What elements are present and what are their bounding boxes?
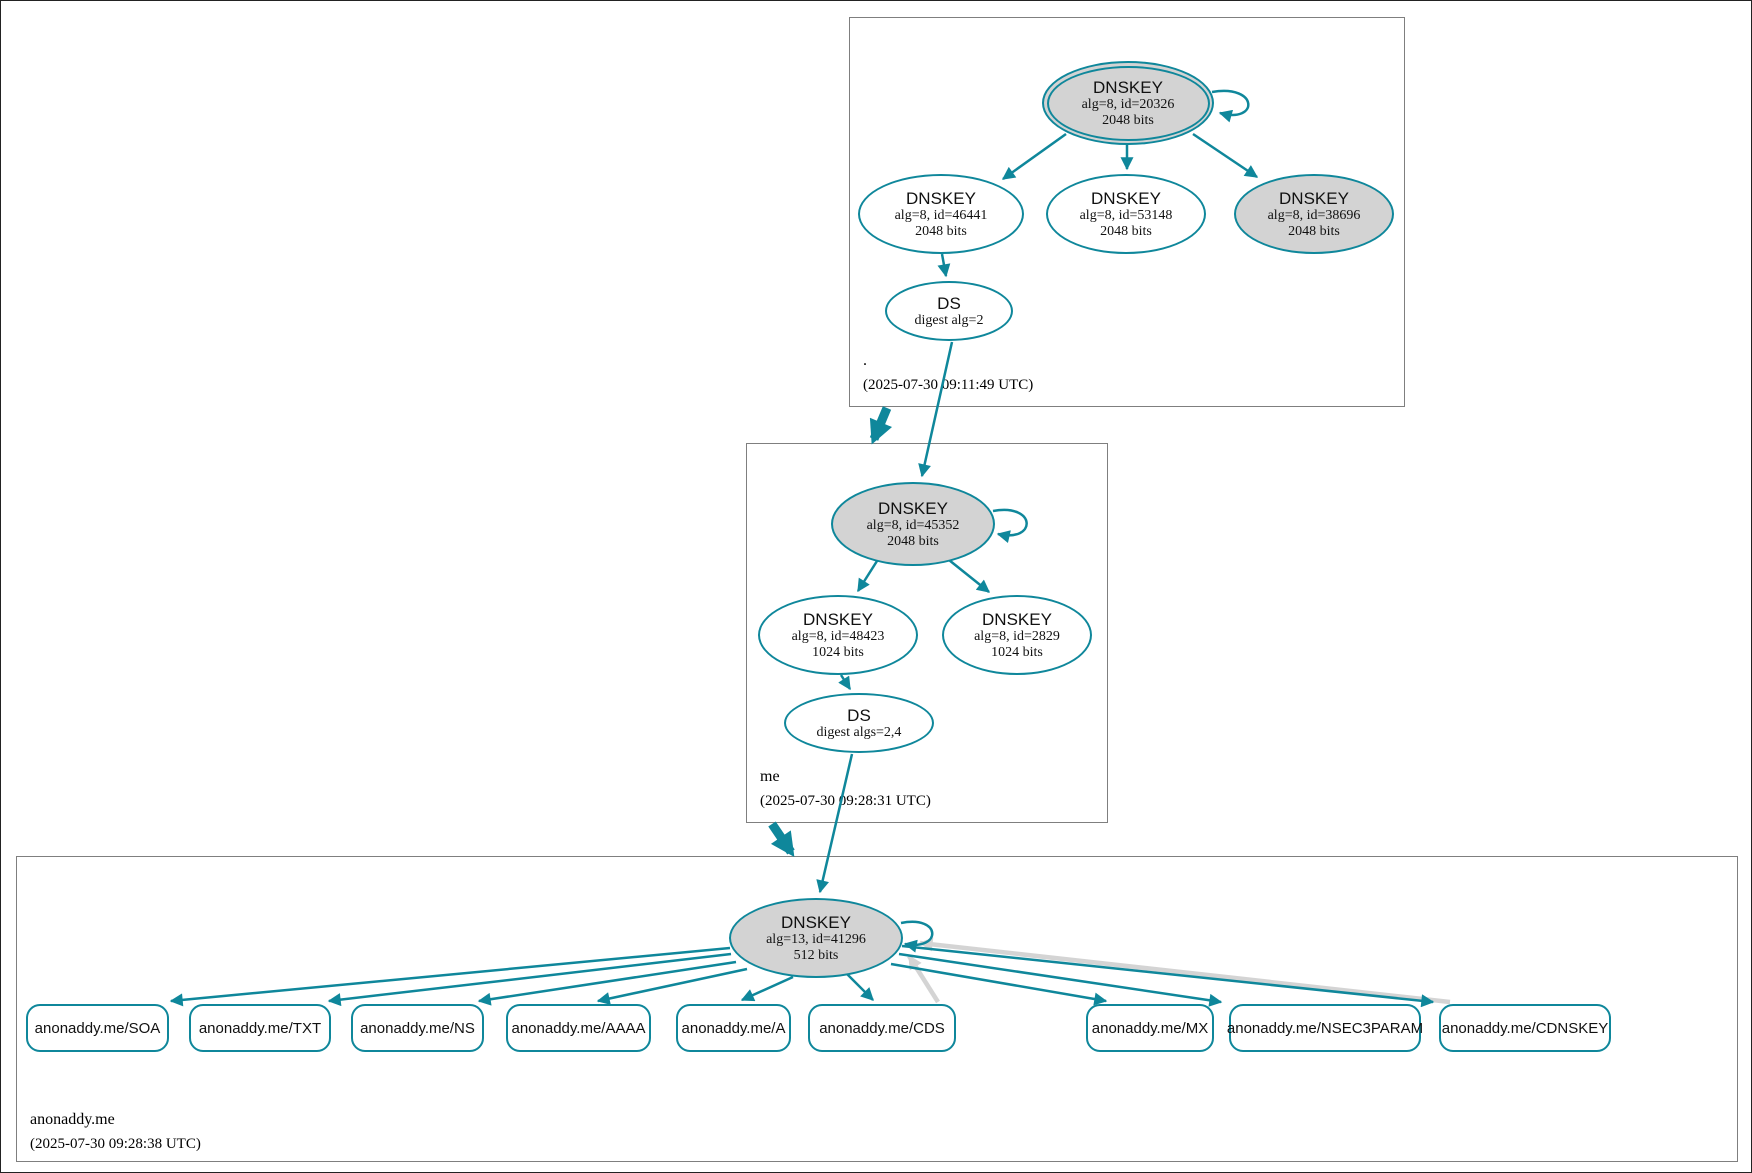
- dnskey-node-anonaddy-41296[interactable]: DNSKEY alg=13, id=41296 512 bits: [729, 898, 903, 978]
- node-title: DNSKEY: [982, 609, 1052, 629]
- edge-cdnskey-to-dnskey-gray: [918, 937, 1451, 1005]
- node-text: DS digest alg=2: [915, 294, 984, 329]
- node-detail-alg: alg=8, id=20326: [1081, 96, 1175, 112]
- node-detail-alg: alg=8, id=45352: [866, 517, 960, 533]
- node-detail-bits: 2048 bits: [1100, 223, 1152, 239]
- node-title: DNSKEY: [781, 912, 851, 932]
- edge-zsk46441-to-ds: [937, 253, 951, 278]
- node-detail-alg: alg=8, id=38696: [1267, 207, 1361, 223]
- rrset-label: anonaddy.me/CDS: [819, 1019, 945, 1037]
- rrset-mx[interactable]: anonaddy.me/MX: [1086, 1004, 1214, 1052]
- rrset-soa[interactable]: anonaddy.me/SOA: [26, 1004, 169, 1052]
- rrset-label: anonaddy.me/A: [681, 1019, 786, 1037]
- node-text: DNSKEY alg=8, id=45352 2048 bits: [867, 499, 960, 549]
- node-text: DNSKEY alg=8, id=2829 1024 bits: [974, 610, 1060, 660]
- rrset-label: anonaddy.me/TXT: [198, 1019, 322, 1037]
- rrset-label: anonaddy.me/NSEC3PARAM: [1226, 1019, 1424, 1037]
- node-text: DNSKEY alg=13, id=41296 512 bits: [766, 913, 866, 963]
- edge-me-ksk-to-zsk2829: [948, 559, 991, 593]
- edge-me-ksk-self-loop: [992, 508, 1028, 543]
- edge-delegation-me-to-anonaddy: [768, 821, 795, 857]
- node-detail-alg: alg=13, id=41296: [766, 931, 866, 947]
- zone-timestamp-root: (2025-07-30 09:11:49 UTC): [863, 377, 1034, 393]
- ds-node-root[interactable]: DS digest alg=2: [885, 281, 1013, 341]
- node-text: DNSKEY alg=8, id=38696 2048 bits: [1268, 189, 1361, 239]
- node-detail-bits: 1024 bits: [812, 644, 864, 660]
- rrset-ns[interactable]: anonaddy.me/NS: [351, 1004, 484, 1052]
- dnskey-node-root-ksk-20326[interactable]: DNSKEY alg=8, id=20326 2048 bits: [1042, 61, 1214, 145]
- ds-node-me[interactable]: DS digest algs=2,4: [784, 693, 934, 753]
- edge-dnskey-to-nsec3param: [898, 952, 1223, 1007]
- zone-label-anonaddy-me: anonaddy.me: [30, 1111, 115, 1128]
- zone-timestamp-me: (2025-07-30 09:28:31 UTC): [760, 793, 931, 809]
- node-detail-alg: alg=8, id=46441: [894, 207, 988, 223]
- node-title: DNSKEY: [1091, 188, 1161, 208]
- zone-label-me: me: [760, 768, 780, 785]
- node-detail-bits: 1024 bits: [991, 644, 1043, 660]
- node-detail-bits: 2048 bits: [887, 533, 939, 549]
- edge-dnskey-to-ns: [477, 960, 737, 1006]
- node-detail-bits: 2048 bits: [1288, 223, 1340, 239]
- edge-root-ksk-to-zsk46441: [1001, 132, 1067, 181]
- rrset-label: anonaddy.me/MX: [1091, 1019, 1209, 1037]
- node-title: DNSKEY: [1093, 77, 1163, 97]
- edge-dnskey-to-soa: [169, 946, 731, 1007]
- dnskey-node-root-zsk-46441[interactable]: DNSKEY alg=8, id=46441 2048 bits: [858, 174, 1024, 254]
- node-detail-alg: alg=8, id=48423: [791, 628, 885, 644]
- edge-cds-to-dnskey-gray: [907, 954, 940, 1004]
- edge-me-ksk-to-zsk48423: [856, 560, 879, 593]
- rrset-cdnskey[interactable]: anonaddy.me/CDNSKEY: [1439, 1004, 1611, 1052]
- rrset-label: anonaddy.me/CDNSKEY: [1441, 1019, 1609, 1037]
- edge-zsk48423-to-ds: [838, 674, 852, 691]
- edge-dnskey-to-txt: [327, 952, 732, 1007]
- edge-anonaddy-dnskey-self-loop: [900, 920, 934, 953]
- node-detail-alg: alg=8, id=53148: [1079, 207, 1173, 223]
- node-detail-bits: 512 bits: [793, 947, 839, 963]
- dnskey-node-me-ksk-45352[interactable]: DNSKEY alg=8, id=45352 2048 bits: [831, 482, 995, 566]
- zone-timestamp-anonaddy-me: (2025-07-30 09:28:38 UTC): [30, 1136, 201, 1152]
- rrset-a[interactable]: anonaddy.me/A: [676, 1004, 791, 1052]
- dnskey-node-me-zsk-48423[interactable]: DNSKEY alg=8, id=48423 1024 bits: [758, 595, 918, 675]
- edge-root-ksk-self-loop: [1211, 89, 1250, 123]
- edge-root-ksk-to-ksk38696: [1192, 132, 1259, 179]
- rrset-label: anonaddy.me/SOA: [34, 1019, 161, 1037]
- node-detail-bits: 2048 bits: [1102, 112, 1154, 128]
- edge-dnskey-to-mx: [890, 962, 1108, 1006]
- dnskey-node-root-zsk-53148[interactable]: DNSKEY alg=8, id=53148 2048 bits: [1046, 174, 1206, 254]
- node-text: DNSKEY alg=8, id=48423 1024 bits: [792, 610, 885, 660]
- edge-dnskey-to-aaaa: [596, 967, 748, 1005]
- node-text: DNSKEY alg=8, id=53148 2048 bits: [1080, 189, 1173, 239]
- edge-delegation-root-to-me: [869, 406, 893, 445]
- node-detail-alg: alg=8, id=2829: [974, 628, 1060, 644]
- rrset-aaaa[interactable]: anonaddy.me/AAAA: [506, 1004, 651, 1052]
- rrset-label: anonaddy.me/AAAA: [511, 1019, 646, 1037]
- node-title: DNSKEY: [878, 498, 948, 518]
- rrset-txt[interactable]: anonaddy.me/TXT: [189, 1004, 331, 1052]
- node-text: DNSKEY alg=8, id=46441 2048 bits: [895, 189, 988, 239]
- edge-dnskey-to-cds: [845, 972, 874, 1001]
- edge-me-ds-to-anonaddy-dnskey: [816, 753, 854, 894]
- edge-dnskey-to-cdnskey: [901, 944, 1435, 1008]
- rrset-cds[interactable]: anonaddy.me/CDS: [808, 1004, 956, 1052]
- zone-label-root: .: [863, 352, 867, 369]
- dnskey-node-root-ksk-38696[interactable]: DNSKEY alg=8, id=38696 2048 bits: [1234, 174, 1394, 254]
- node-detail-bits: 2048 bits: [915, 223, 967, 239]
- edge-root-ds-to-me-ksk: [918, 341, 954, 478]
- node-text: DS digest algs=2,4: [817, 706, 902, 741]
- rrset-nsec3param[interactable]: anonaddy.me/NSEC3PARAM: [1226, 1004, 1424, 1052]
- node-title: DS: [937, 293, 961, 313]
- node-detail-digest: digest alg=2: [914, 312, 984, 328]
- node-title: DS: [847, 705, 871, 725]
- node-text: DNSKEY alg=8, id=20326 2048 bits: [1082, 78, 1175, 128]
- edge-dnskey-to-a: [740, 975, 794, 1002]
- node-detail-digest: digest algs=2,4: [816, 724, 902, 740]
- node-title: DNSKEY: [1279, 188, 1349, 208]
- rrset-label: anonaddy.me/NS: [360, 1019, 475, 1037]
- node-title: DNSKEY: [906, 188, 976, 208]
- dnskey-node-me-zsk-2829[interactable]: DNSKEY alg=8, id=2829 1024 bits: [942, 595, 1092, 675]
- node-title: DNSKEY: [803, 609, 873, 629]
